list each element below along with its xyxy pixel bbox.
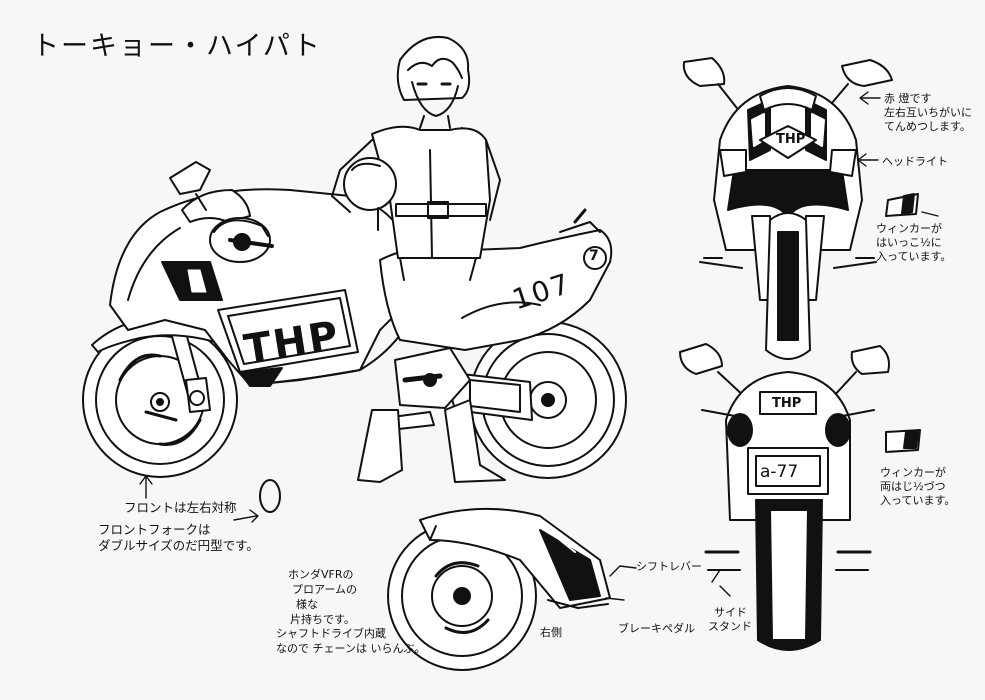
fairing-body [109, 161, 421, 387]
note-swingarm: ホンダVFRの プロアームの 様な 片持ちです。 シャフトドライブ内蔵 なので … [276, 568, 426, 656]
note-headlight: ヘッドライト [882, 155, 948, 168]
note-shift-lever: シフトレバー [636, 560, 702, 573]
rider-figure [331, 36, 501, 281]
zero-symbol-label: 0 [264, 483, 265, 484]
note-winker-rear: ウィンカーが 両はじ½づつ 入っています。 [880, 466, 956, 507]
thp-rear-emblem: THP [772, 396, 802, 411]
front-fork [167, 317, 211, 413]
note-side-stand: サイド スタンド [708, 606, 752, 633]
note-red-lamp: 赤 燈です 左右互いちがいに てんめつします。 [884, 92, 972, 133]
note-front-fork: フロントフォークは ダブルサイズのだ円型です。 [98, 522, 259, 553]
side-view-motorcycle [82, 161, 627, 483]
tail-number-7: 7 [589, 248, 599, 264]
page-title: トーキョー・ハイパト [32, 31, 322, 62]
license-plate: a-77 [760, 462, 799, 482]
oval-fork-symbol [259, 479, 281, 513]
rear-view-motorcycle [679, 343, 921, 651]
rider-legs [357, 399, 506, 483]
annotation-leaders [139, 91, 939, 601]
note-brake-pedal: ブレーキペダル [618, 622, 695, 635]
note-right-side: 右側 [540, 626, 562, 639]
note-front-symmetric: フロントは左右対称 [124, 500, 237, 515]
note-winker-front: ウィンカーが はいっこ½に 入っています。 [876, 222, 952, 263]
thp-front-emblem: THP [776, 132, 806, 147]
front-view-motorcycle [682, 57, 919, 360]
swingarm-detail [387, 507, 611, 671]
